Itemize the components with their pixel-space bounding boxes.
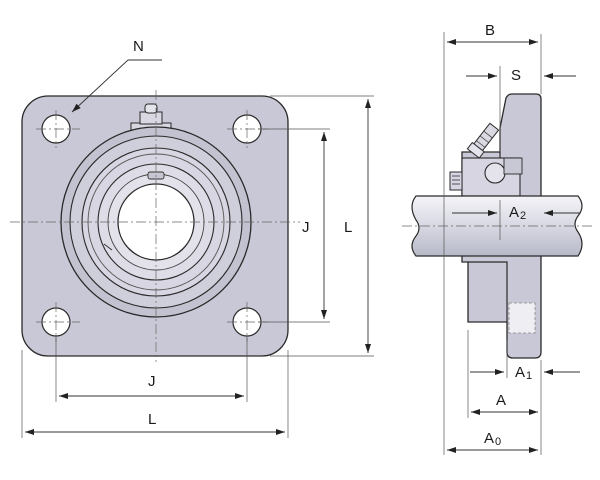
label-B: B	[485, 22, 495, 39]
label-J-vertical: J	[302, 219, 310, 236]
label-A: A	[496, 392, 506, 409]
label-S: S	[511, 67, 521, 84]
label-N: N	[133, 38, 144, 55]
label-A1: A1	[515, 364, 532, 382]
side-view: B S A2 A1 A A0	[402, 22, 592, 455]
grease-nipple-side-icon	[466, 122, 500, 159]
bearing-ball	[484, 162, 506, 184]
label-A0: A0	[484, 430, 501, 448]
label-J-horizontal: J	[148, 373, 156, 390]
label-L-horizontal: L	[148, 411, 156, 428]
front-view: N J L J L	[10, 38, 374, 438]
label-L-vertical: L	[344, 219, 352, 236]
